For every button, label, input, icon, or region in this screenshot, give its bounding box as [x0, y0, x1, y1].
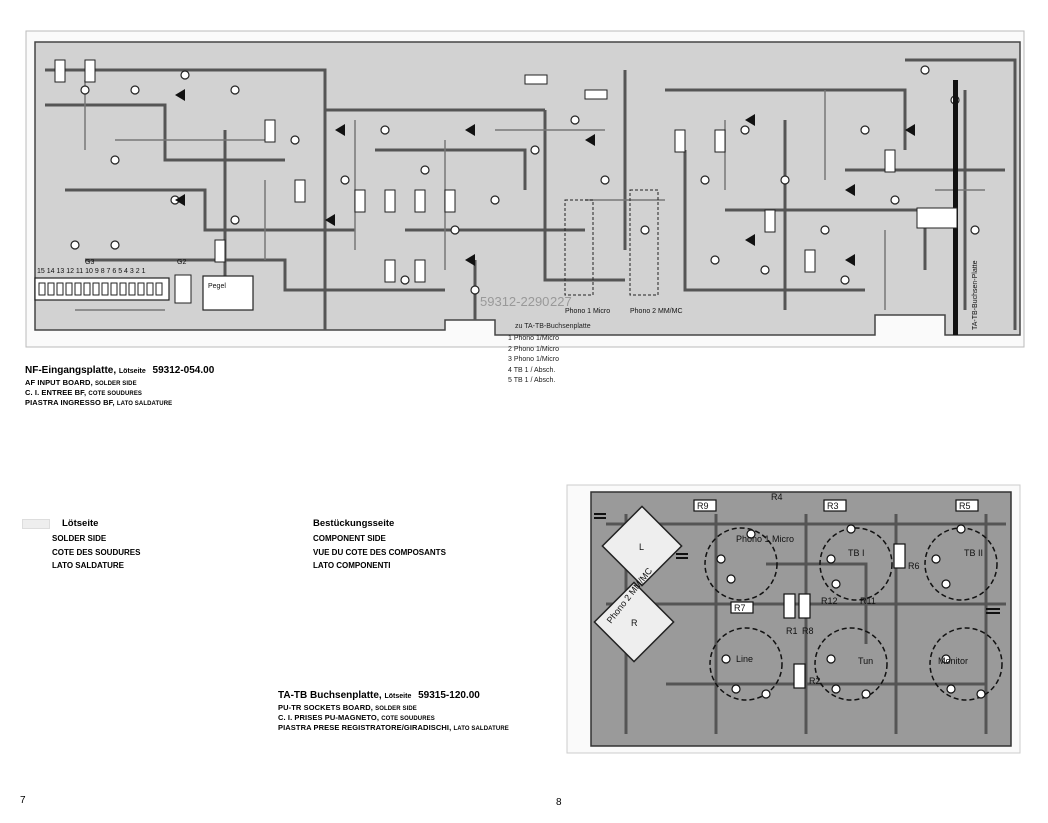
resistor-label: R3: [827, 501, 839, 511]
resistor-label: R8: [802, 626, 814, 636]
af-board-title-line: NF-Eingangsplatte, Lötseite 59312-054.00: [25, 364, 214, 378]
resistor-label: R2: [809, 676, 821, 686]
sockets-board-part-no: 59315-120.00: [418, 690, 480, 701]
caption-main: PIASTRA INGRESSO BF,: [25, 397, 115, 407]
sockets-board-caption-line: C. I. PRISES PU-MAGNETO, COTE SOUDURES: [278, 713, 509, 723]
resistor-label: R11: [860, 596, 876, 606]
sockets-board-drawing: L R R9 R4 R3 R5 R7 R1 R8 R12 R11 R6 R2: [566, 484, 1021, 754]
caption-main: C. I. ENTREE BF,: [25, 387, 87, 397]
caption-side: LATO SALDATURE: [453, 725, 509, 732]
af-board-title: NF-Eingangsplatte,: [25, 365, 117, 376]
legend-head: Lötseite: [62, 518, 99, 529]
legend-item: LATO COMPONENTI: [313, 561, 391, 571]
sockets-board-caption-line: PU-TR SOCKETS BOARD, SOLDER SIDE: [278, 703, 509, 713]
af-board-caption-line: AF INPUT BOARD, SOLDER SIDE: [25, 378, 214, 388]
pegel-label: Pegel: [208, 283, 226, 290]
connector-pin: 1 Phono 1/Micro: [508, 335, 559, 342]
legend-item: COMPONENT SIDE: [313, 534, 386, 544]
af-board-part-no: 59312-054.00: [152, 365, 215, 376]
caption-main: AF INPUT BOARD,: [25, 377, 93, 387]
socket-label: TB II: [964, 548, 983, 558]
caption-side: COTE SOUDURES: [88, 390, 143, 397]
legend-solder-side: Lötseite SOLDER SIDE COTE DES SOUDURES L…: [52, 516, 140, 573]
connector-pin: 2 Phono 1/Micro: [508, 345, 559, 353]
ta-tb-side-label: TA-TB-Buchsen-Platte: [972, 260, 979, 330]
socket-label: Monitor: [938, 656, 968, 666]
resistor-label: R5: [959, 501, 971, 511]
phono2-label: Phono 2 MM/MC: [630, 308, 683, 315]
page-number-right: 8: [556, 797, 562, 808]
resistor-label: R12: [821, 596, 838, 606]
resistor-label: R1: [786, 626, 798, 636]
socket-label: TB I: [848, 548, 865, 558]
board-number-suffix: 227: [550, 294, 572, 309]
sockets-board-title-line: TA-TB Buchsenplatte, Lötseite 59315-120.…: [278, 689, 509, 703]
af-board-caption-line: C. I. ENTREE BF, COTE SOUDURES: [25, 388, 214, 398]
sockets-board-caption: TA-TB Buchsenplatte, Lötseite 59315-120.…: [278, 689, 509, 733]
page-number-left: 7: [20, 795, 26, 806]
resistor-label: R9: [697, 501, 709, 511]
socket-label: Tun: [858, 656, 873, 666]
svg-text:R: R: [631, 618, 638, 628]
connector-pin-list: 1 Phono 1/Micro 2 Phono 1/Micro 3 Phono …: [508, 334, 559, 387]
legend-swatch: [22, 519, 50, 529]
legend-component-side: Bestückungsseite COMPONENT SIDE VUE DU C…: [313, 516, 446, 573]
g2-label: G2: [177, 259, 186, 266]
g3-label: G3: [85, 259, 94, 266]
resistor-label: R6: [908, 561, 920, 571]
board-number: 59312-2290: [480, 294, 549, 309]
socket-label: Phono 1 Micro: [736, 534, 794, 544]
sockets-board-title: TA-TB Buchsenplatte,: [278, 690, 382, 701]
sockets-board-caption-line: PIASTRA PRESE REGISTRATORE/GIRADISCHI, L…: [278, 723, 509, 733]
caption-side: SOLDER SIDE: [94, 380, 137, 387]
caption-side: COTE SOUDURES: [381, 715, 435, 722]
resistor-label: R7: [734, 603, 746, 613]
socket-label: Line: [736, 654, 753, 664]
connector-caption: zu TA-TB-Buchsenplatte: [515, 323, 591, 330]
g3-pin-numbers: 15 14 13 12 11 10 9 8 7 6 5 4 3 2 1: [37, 268, 146, 275]
connector-pin: 3 Phono 1/Micro: [508, 356, 559, 363]
af-board-caption: NF-Eingangsplatte, Lötseite 59312-054.00…: [25, 364, 214, 408]
legend-item: VUE DU COTE DES COMPOSANTS: [313, 547, 446, 557]
connector-pin: 5 TB 1 / Absch.: [508, 377, 556, 384]
legend-item: COTE DES SOUDURES: [52, 547, 141, 557]
af-board-caption-line: PIASTRA INGRESSO BF, LATO SALDATURE: [25, 398, 214, 408]
legend-item: SOLDER SIDE: [52, 534, 107, 544]
af-board-title-side: Lötseite: [118, 368, 146, 375]
caption-side: LATO SALDATURE: [116, 400, 173, 407]
af-input-board-drawing: 15 14 13 12 11 10 9 8 7 6 5 4 3 2 1 G3 G…: [25, 30, 1025, 348]
caption-side: SOLDER SIDE: [375, 705, 417, 712]
legend-item: LATO SALDATURE: [52, 561, 124, 571]
caption-main: C. I. PRISES PU-MAGNETO,: [278, 712, 380, 722]
caption-main: PU-TR SOCKETS BOARD,: [278, 702, 373, 712]
svg-text:L: L: [639, 542, 644, 552]
connector-pin: 4 TB 1 / Absch.: [508, 366, 556, 374]
phono1-label: Phono 1 Micro: [565, 308, 610, 315]
legend-head: Bestückungsseite: [313, 518, 395, 529]
sockets-board-title-side: Lötseite: [384, 693, 412, 700]
caption-main: PIASTRA PRESE REGISTRATORE/GIRADISCHI,: [278, 722, 452, 732]
resistor-label: R4: [771, 492, 783, 502]
